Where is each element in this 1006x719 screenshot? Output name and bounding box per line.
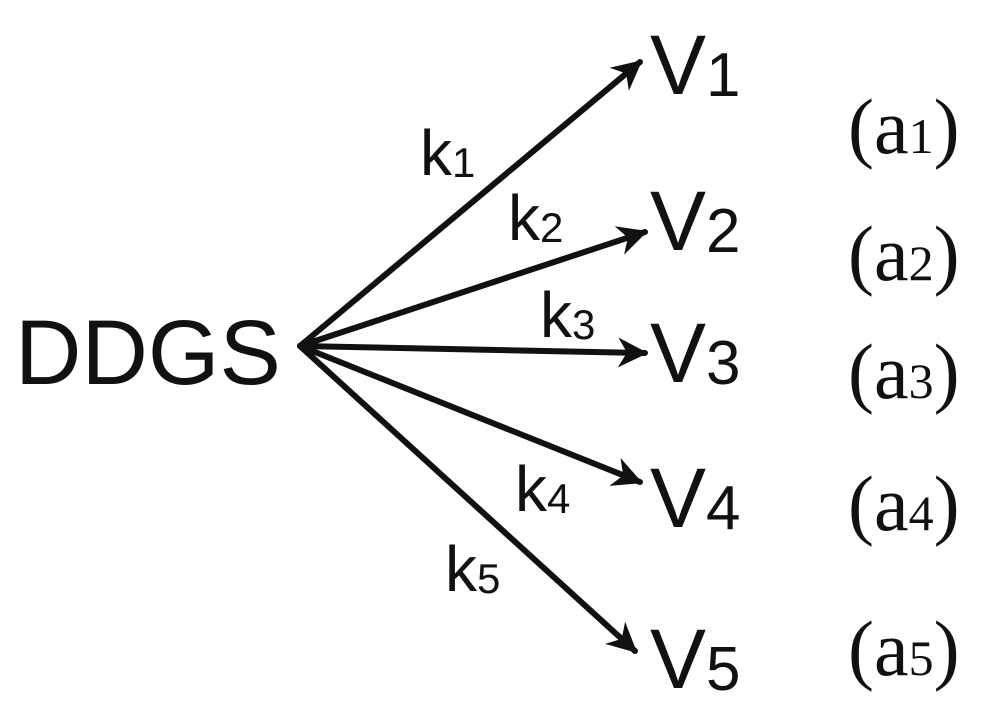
product-v3: V3 [650, 306, 741, 400]
coefficient-a4: (a4) [848, 460, 960, 547]
arrow-to-v1 [297, 59, 643, 349]
rate-constant-k4: k4 [515, 453, 570, 525]
rate-constant-labels: k1 k2 k3 k4 k5 [420, 117, 595, 605]
coefficient-a2: (a2) [848, 210, 960, 297]
coefficient-a1: (a1) [848, 83, 960, 170]
rate-constant-k3: k3 [540, 279, 595, 351]
coefficient-labels: (a1) (a2) (a3) (a4) (a5) [848, 83, 960, 692]
product-v5: V5 [650, 612, 741, 706]
product-labels: V1 V2 V3 V4 V5 [650, 18, 741, 706]
source-label: DDGS [15, 302, 281, 404]
arrow-to-v5 [297, 343, 638, 654]
arrow-to-v4 [297, 343, 643, 486]
product-v1: V1 [650, 18, 741, 112]
arrows-group [297, 59, 648, 654]
rate-constant-k1: k1 [420, 117, 475, 189]
product-v2: V2 [650, 174, 741, 268]
arrow-to-v3 [297, 337, 648, 368]
rate-constant-k5: k5 [445, 533, 500, 605]
product-v4: V4 [650, 451, 741, 545]
coefficient-a5: (a5) [848, 605, 960, 692]
coefficient-a3: (a3) [848, 328, 960, 415]
rate-constant-k2: k2 [508, 182, 563, 254]
arrow-to-v2 [297, 226, 648, 349]
